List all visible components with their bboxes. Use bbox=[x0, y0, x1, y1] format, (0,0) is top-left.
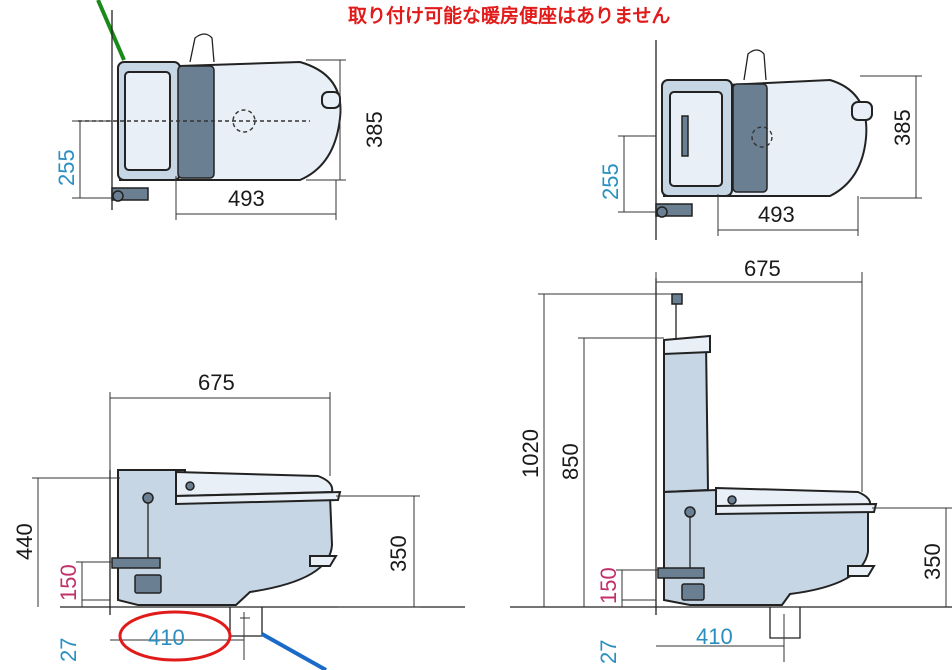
dim-top-right-255: 255 bbox=[598, 163, 623, 200]
dim-top-left-493: 493 bbox=[228, 186, 265, 211]
dim-top-right-385: 385 bbox=[890, 109, 915, 146]
dim-bottom-left-27: 27 bbox=[56, 638, 81, 662]
dim-bottom-left-440: 440 bbox=[12, 523, 37, 560]
top-left-plan-view: 385 493 255 bbox=[54, 10, 387, 220]
dim-bottom-left-350: 350 bbox=[386, 535, 411, 572]
note-text: 取り付け可能な暖房便座はありません bbox=[348, 4, 670, 27]
dim-bottom-right-1020: 1020 bbox=[518, 429, 543, 478]
dim-bottom-left-410: 410 bbox=[148, 625, 185, 650]
bottom-left-side-view: 675 440 350 150 27 410 bbox=[12, 370, 465, 670]
dim-bottom-right-850: 850 bbox=[558, 443, 583, 480]
dim-top-left-385: 385 bbox=[362, 111, 387, 148]
red-highlight-circle bbox=[118, 610, 232, 662]
dim-top-right-493: 493 bbox=[758, 202, 795, 227]
dim-top-left-255: 255 bbox=[54, 149, 79, 186]
dim-bottom-right-27: 27 bbox=[596, 640, 621, 664]
bottom-right-side-view: 675 1020 850 350 150 27 410 bbox=[510, 256, 952, 664]
blue-pointer-arrow bbox=[261, 632, 327, 670]
dim-bottom-right-350: 350 bbox=[920, 543, 945, 580]
dim-bottom-left-150: 150 bbox=[56, 564, 81, 601]
dim-bottom-right-675: 675 bbox=[744, 256, 781, 281]
top-right-plan-view: 385 493 255 bbox=[598, 40, 922, 240]
dim-bottom-right-150: 150 bbox=[596, 567, 621, 604]
dim-bottom-right-410: 410 bbox=[696, 624, 733, 649]
dim-bottom-left-675: 675 bbox=[198, 370, 235, 395]
green-pointer-arrow bbox=[96, 0, 126, 61]
